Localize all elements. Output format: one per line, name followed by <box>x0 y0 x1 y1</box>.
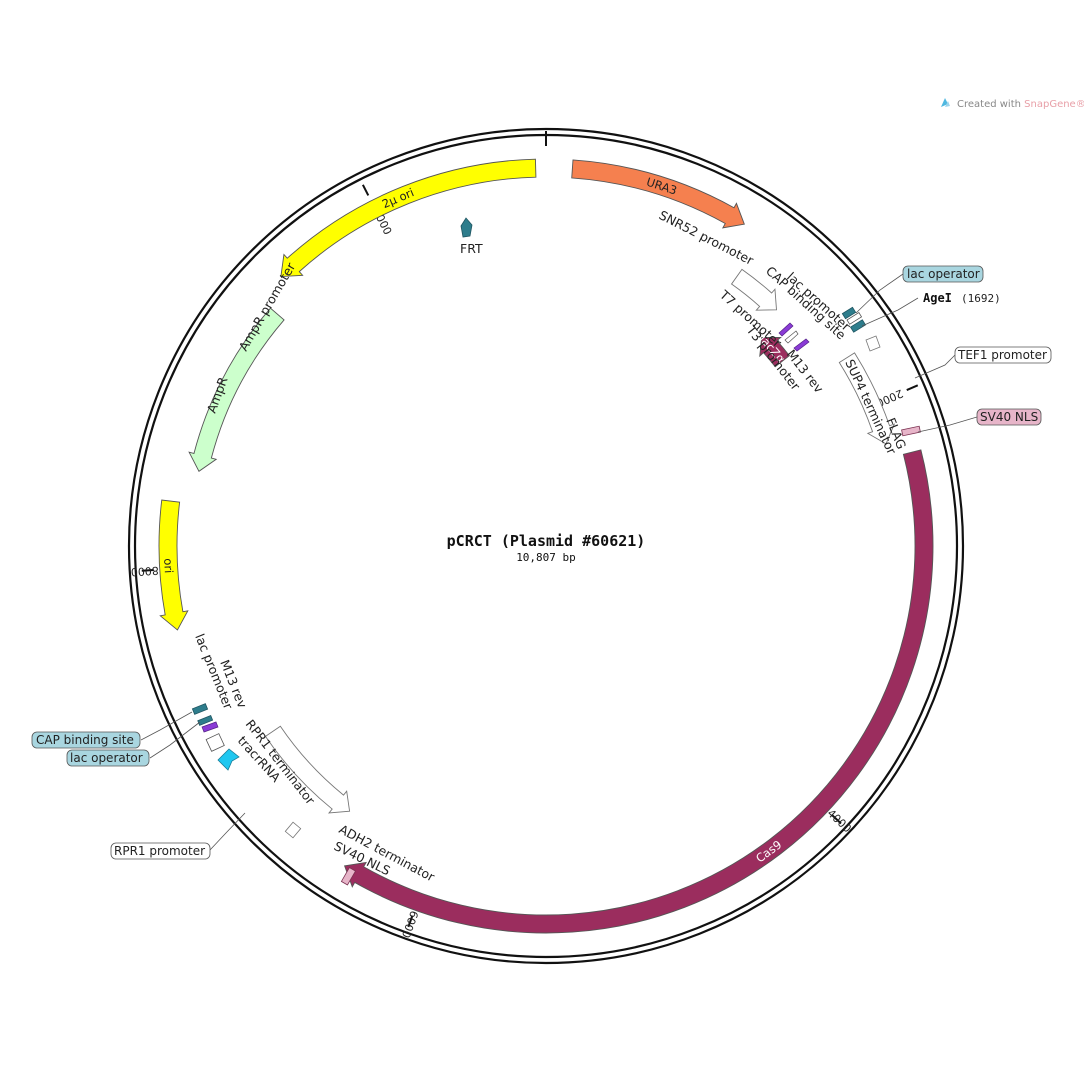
cap-binding-site-feature[interactable] <box>841 306 857 320</box>
flag-feature[interactable] <box>901 425 921 437</box>
lac-operator-left-callout-text: lac operator <box>70 751 143 765</box>
tick-mark-4000 <box>831 814 842 825</box>
t7-promoter-feature[interactable] <box>778 322 794 337</box>
plasmid-size: 10,807 bp <box>516 551 576 564</box>
feature-cas9[interactable] <box>343 449 934 934</box>
feature-2-ori[interactable] <box>280 158 537 278</box>
m13-rev-left-feature[interactable] <box>201 721 219 733</box>
feature-snr52-promoter[interactable] <box>730 268 777 311</box>
agei-site-name: AgeI <box>923 291 952 305</box>
cap-binding-site-callout-text: CAP binding site <box>36 733 134 747</box>
tick-mark-10000 <box>361 184 370 196</box>
backbone-outer-circle <box>127 127 965 965</box>
boxed-labels: lac operator AgeI (1692) TEF1 promoter S… <box>31 265 1052 860</box>
feature-rpr1-promoter[interactable] <box>264 725 351 814</box>
tick-mark-8000 <box>141 569 154 572</box>
snapgene-logo-icon <box>941 98 950 107</box>
m13-rev-feature[interactable] <box>784 330 799 344</box>
t3-promoter-feature[interactable] <box>793 338 810 352</box>
cap-binding-site-callout[interactable]: CAP binding site <box>31 731 141 749</box>
tracrrna-feature[interactable] <box>217 748 240 771</box>
rpr1-promoter-callout-text: RPR1 promoter <box>114 844 205 858</box>
tef1-promoter-callout-text: TEF1 promoter <box>957 348 1047 362</box>
rpr1-promoter-callout[interactable]: RPR1 promoter <box>110 842 211 860</box>
sv40-nls-bottom-feature[interactable] <box>340 867 357 886</box>
sv40-nls-callout[interactable]: SV40 NLS <box>976 408 1042 426</box>
lac-operator-left-callout[interactable]: lac operator <box>66 749 150 767</box>
plasmid-title: pCRCT (Plasmid #60621) <box>447 532 646 550</box>
feature-label-ori: ori <box>161 558 176 574</box>
tef1-promoter-callout[interactable]: TEF1 promoter <box>954 346 1052 364</box>
lac-operator-feature[interactable] <box>849 319 867 333</box>
tick-label-6000: 6000 <box>399 909 421 940</box>
agei-site[interactable]: AgeI (1692) <box>923 291 1001 305</box>
adh2-terminator-feature[interactable] <box>284 821 302 839</box>
sup4-terminator-feature[interactable] <box>865 335 881 352</box>
callout-lines <box>140 273 978 851</box>
sv40-nls-callout-text: SV40 NLS <box>980 410 1038 424</box>
cap-binding-site-left-feature[interactable] <box>191 703 209 715</box>
feature-ori[interactable] <box>158 499 189 631</box>
feature-ampr[interactable] <box>188 307 285 472</box>
tick-mark-2000 <box>906 384 919 391</box>
tick-label-8000: 8000 <box>130 564 159 579</box>
frt-feature[interactable] <box>460 217 473 238</box>
features-layer <box>158 158 934 934</box>
agei-site-pos: (1692) <box>961 292 1001 305</box>
rpr1-terminator-feature[interactable] <box>205 733 225 752</box>
feature-tef1-promoter[interactable] <box>838 352 896 445</box>
lac-operator-callout[interactable]: lac operator <box>902 265 984 283</box>
lac-promoter-feature[interactable] <box>846 312 863 325</box>
tick-mark-6000 <box>407 915 414 928</box>
credit-text: Created with SnapGene® <box>957 99 1084 110</box>
small-features <box>191 217 921 886</box>
feature-lacz-[interactable] <box>759 336 791 368</box>
lac-operator-callout-text: lac operator <box>907 267 980 281</box>
sup4-terminator-label[interactable]: SUP4 terminator <box>842 357 899 457</box>
feature-ura3[interactable] <box>571 159 745 229</box>
snapgene-credit[interactable]: Created with SnapGene® <box>941 98 1084 110</box>
frt-label[interactable]: FRT <box>460 241 483 256</box>
